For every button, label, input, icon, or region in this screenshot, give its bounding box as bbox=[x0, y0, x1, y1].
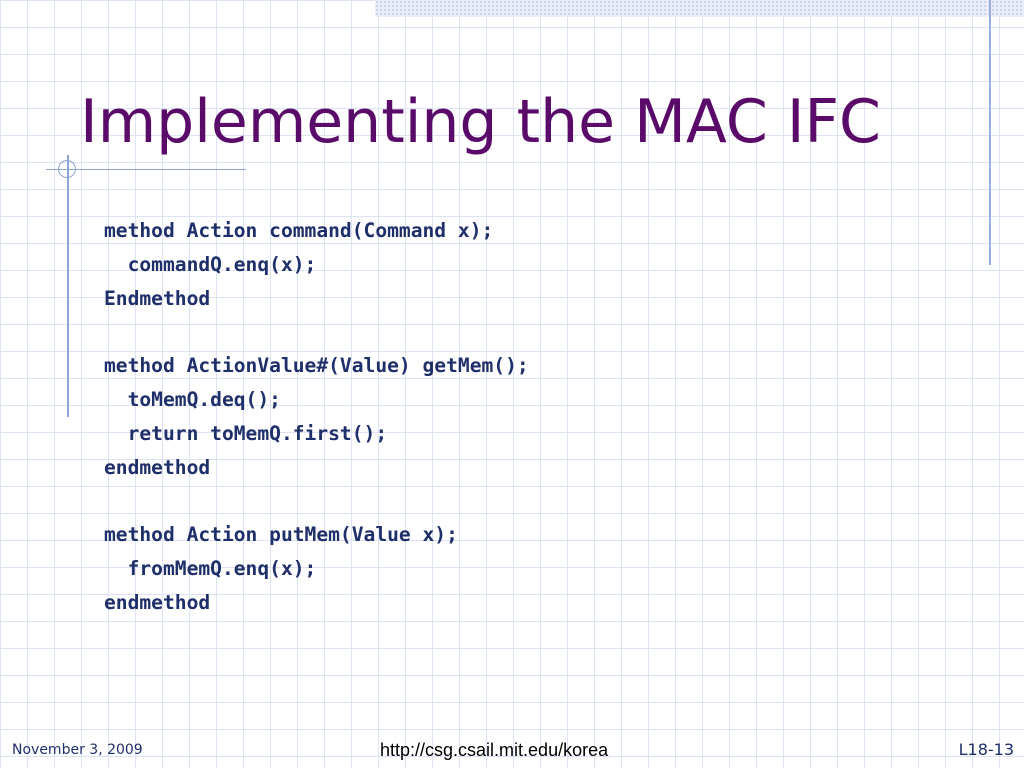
top-decorative-band bbox=[375, 0, 1024, 17]
code-line: method Action command(Command x); bbox=[104, 219, 494, 242]
code-line: commandQ.enq(x); bbox=[104, 252, 317, 276]
crosshair-icon bbox=[58, 160, 76, 178]
code-line: return toMemQ.first(); bbox=[104, 421, 388, 445]
code-line: method ActionValue#(Value) getMem(); bbox=[104, 354, 529, 378]
code-line: method Action putMem(Value x); bbox=[104, 523, 458, 547]
footer-date: November 3, 2009 bbox=[12, 742, 143, 758]
code-line bbox=[104, 484, 529, 518]
title-underline-rule bbox=[46, 169, 246, 170]
code-line: endmethod bbox=[104, 455, 211, 479]
code-line bbox=[104, 315, 529, 349]
code-line: endmethod bbox=[104, 590, 211, 614]
code-block: method Action command(Command x); comman… bbox=[104, 214, 529, 620]
code-line: toMemQ.deq(); bbox=[104, 387, 281, 411]
slide-number: L18-13 bbox=[958, 740, 1014, 759]
footer-url-link[interactable]: http://csg.csail.mit.edu/korea bbox=[380, 740, 609, 760]
slide-title: Implementing the MAC IFC bbox=[80, 87, 881, 157]
right-decorative-rule bbox=[989, 0, 991, 265]
code-line: Endmethod bbox=[104, 286, 211, 310]
code-line: fromMemQ.enq(x); bbox=[104, 556, 317, 580]
left-vertical-rule bbox=[67, 155, 69, 417]
